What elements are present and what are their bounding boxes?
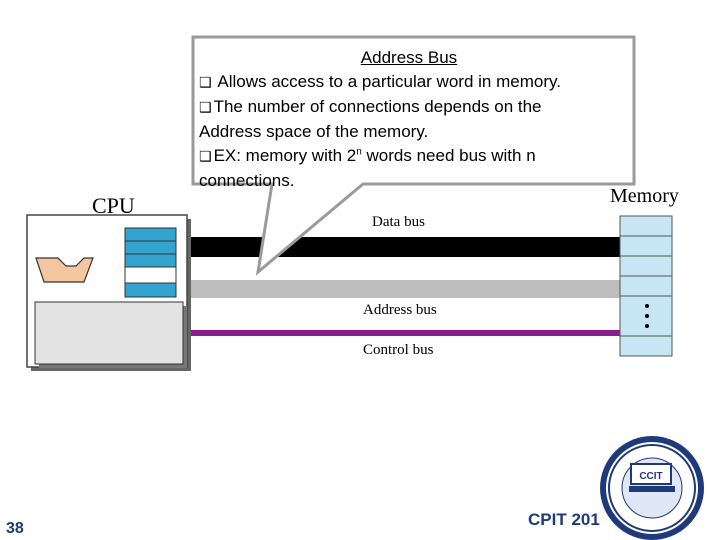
memory-label: Memory bbox=[610, 185, 679, 207]
control-bus-line bbox=[187, 330, 620, 336]
ccit-logo: CCIT bbox=[600, 436, 704, 540]
memory-block bbox=[619, 215, 673, 357]
callout-line-3-suffix: words need bus with n bbox=[361, 146, 536, 165]
alu-shape bbox=[35, 257, 94, 283]
callout-line-2-text: The number of connections depends on the bbox=[213, 97, 542, 116]
cpu-label: CPU bbox=[92, 193, 135, 218]
bullet-icon: ❑ bbox=[199, 100, 212, 116]
bullet-icon: ❑ bbox=[199, 75, 212, 91]
callout-line-3-prefix: EX: memory with 2 bbox=[213, 146, 357, 165]
memory-ellipsis-dot bbox=[645, 304, 649, 308]
callout-line-1: ❑ Allows access to a particular word in … bbox=[199, 70, 619, 95]
logo-text: CCIT bbox=[639, 471, 662, 482]
callout-text: Address Bus ❑ Allows access to a particu… bbox=[199, 46, 619, 193]
course-code: CPIT 201 bbox=[528, 510, 600, 529]
address-bus-label: Address bus bbox=[363, 302, 437, 318]
callout-line-2b: Address space of the memory. bbox=[199, 122, 429, 141]
cpu-registers bbox=[124, 227, 177, 298]
control-bus-label: Control bus bbox=[363, 342, 434, 358]
control-unit-face bbox=[34, 301, 184, 365]
callout-box bbox=[191, 35, 636, 276]
data-bus-line bbox=[187, 237, 620, 257]
callout-line-3: ❑EX: memory with 2n words need bus with … bbox=[199, 144, 619, 169]
page-number: 38 bbox=[6, 520, 24, 537]
memory-ellipsis-dot bbox=[645, 324, 649, 328]
callout-line-3b: connections. bbox=[199, 171, 295, 190]
bullet-icon: ❑ bbox=[199, 149, 212, 165]
cpu-box bbox=[26, 214, 191, 371]
callout-title: Address Bus bbox=[360, 48, 458, 67]
memory-ellipsis-dot bbox=[645, 314, 649, 318]
callout-line-1-text: Allows access to a particular word in me… bbox=[217, 72, 561, 91]
callout-line-3-sup: n bbox=[356, 146, 362, 158]
callout-line-2: ❑The number of connections depends on th… bbox=[199, 95, 619, 120]
address-bus-line bbox=[187, 280, 620, 298]
data-bus-label: Data bus bbox=[372, 214, 425, 230]
